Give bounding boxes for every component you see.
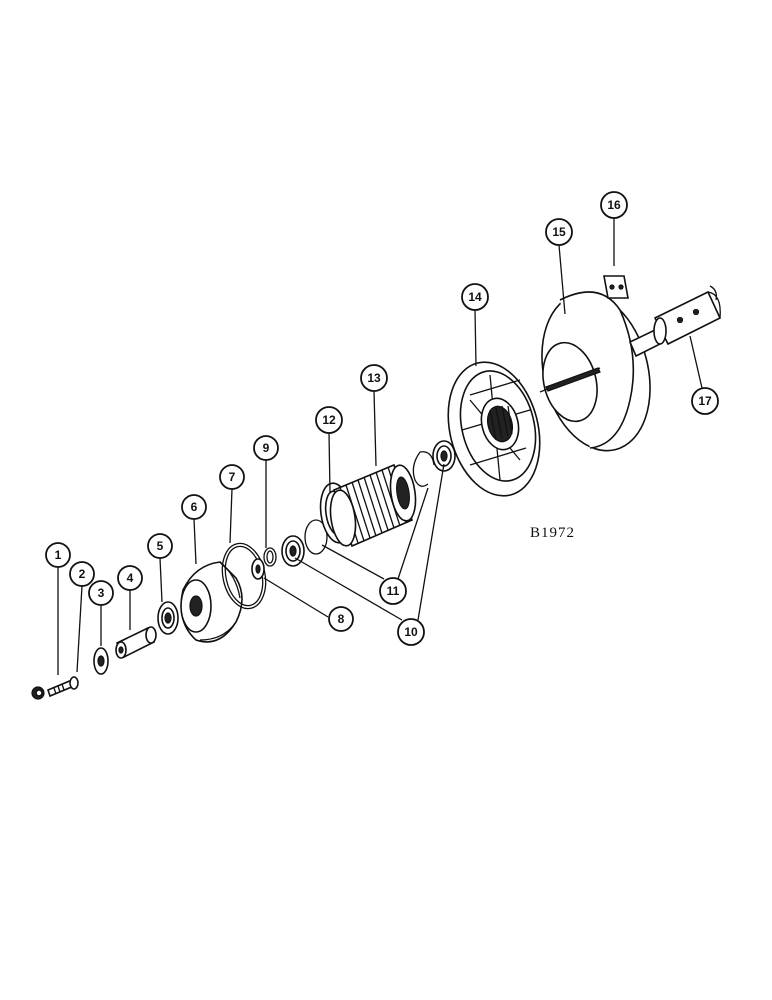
svg-text:6: 6: [191, 500, 198, 514]
leader-12: [328, 432, 331, 494]
svg-text:14: 14: [468, 290, 482, 304]
svg-text:1: 1: [55, 548, 62, 562]
svg-text:17: 17: [698, 394, 712, 408]
svg-text:12: 12: [322, 413, 336, 427]
part-fixed-sheave: [539, 291, 651, 452]
part-retaining-ring-11b: [412, 451, 435, 487]
drawing-code: B1972: [530, 525, 575, 541]
part-bearing-10a: [281, 535, 305, 567]
leader-17: [689, 335, 703, 389]
part-nut: [31, 686, 45, 700]
leader-15: [558, 244, 566, 315]
leader-8: [263, 577, 329, 618]
callout-2: 2: [69, 561, 95, 587]
part-movable-sheave: [447, 361, 541, 497]
svg-text:3: 3: [98, 586, 105, 600]
callout-15: 15: [545, 218, 573, 246]
callout-6: 6: [181, 494, 207, 520]
part-splined-sleeve: [329, 463, 417, 548]
leader-6: [193, 518, 197, 565]
svg-text:5: 5: [157, 539, 164, 553]
callout-3: 3: [88, 580, 114, 606]
svg-text:13: 13: [367, 371, 381, 385]
callout-1: 1: [45, 542, 71, 568]
svg-text:2: 2: [79, 567, 86, 581]
svg-text:4: 4: [127, 571, 134, 585]
part-key-plate: [603, 275, 629, 299]
callouts: 1 2 3 4 5 6 7 8: [45, 191, 719, 646]
leader-lines: [57, 218, 703, 675]
part-washer: [93, 647, 109, 675]
part-shaft: [628, 285, 722, 358]
callout-17: 17: [691, 387, 719, 415]
parts-drawing: [31, 275, 722, 700]
leader-11a: [321, 544, 385, 580]
callout-13: 13: [360, 364, 388, 392]
leader-10b: [417, 463, 445, 621]
svg-text:7: 7: [229, 470, 236, 484]
callout-4: 4: [117, 565, 143, 591]
callout-10: 10: [397, 618, 425, 646]
callout-12: 12: [315, 406, 343, 434]
svg-text:15: 15: [552, 225, 566, 239]
leader-2: [76, 585, 83, 673]
leader-13: [373, 390, 377, 467]
callout-5: 5: [147, 533, 173, 559]
leader-14: [474, 309, 477, 367]
part-bearing-5: [157, 601, 179, 635]
leader-7: [229, 488, 233, 544]
callout-16: 16: [600, 191, 628, 219]
part-retaining-ring-11a: [304, 519, 328, 555]
svg-text:9: 9: [263, 441, 270, 455]
callout-11: 11: [379, 577, 407, 605]
leader-5: [159, 557, 163, 603]
svg-text:16: 16: [607, 198, 621, 212]
part-snap-ring: [263, 547, 277, 567]
callout-9: 9: [253, 435, 279, 461]
leader-11b: [397, 487, 429, 580]
callout-7: 7: [219, 464, 245, 490]
part-hub-housing: [180, 561, 243, 643]
leader-10a: [294, 557, 403, 621]
callout-14: 14: [461, 283, 489, 311]
svg-text:11: 11: [387, 584, 400, 598]
svg-text:10: 10: [404, 625, 418, 639]
part-bolt: [47, 676, 79, 698]
callout-8: 8: [328, 606, 354, 632]
part-seal: [251, 558, 265, 580]
svg-text:8: 8: [338, 612, 345, 626]
part-spacer-sleeve: [115, 626, 157, 659]
